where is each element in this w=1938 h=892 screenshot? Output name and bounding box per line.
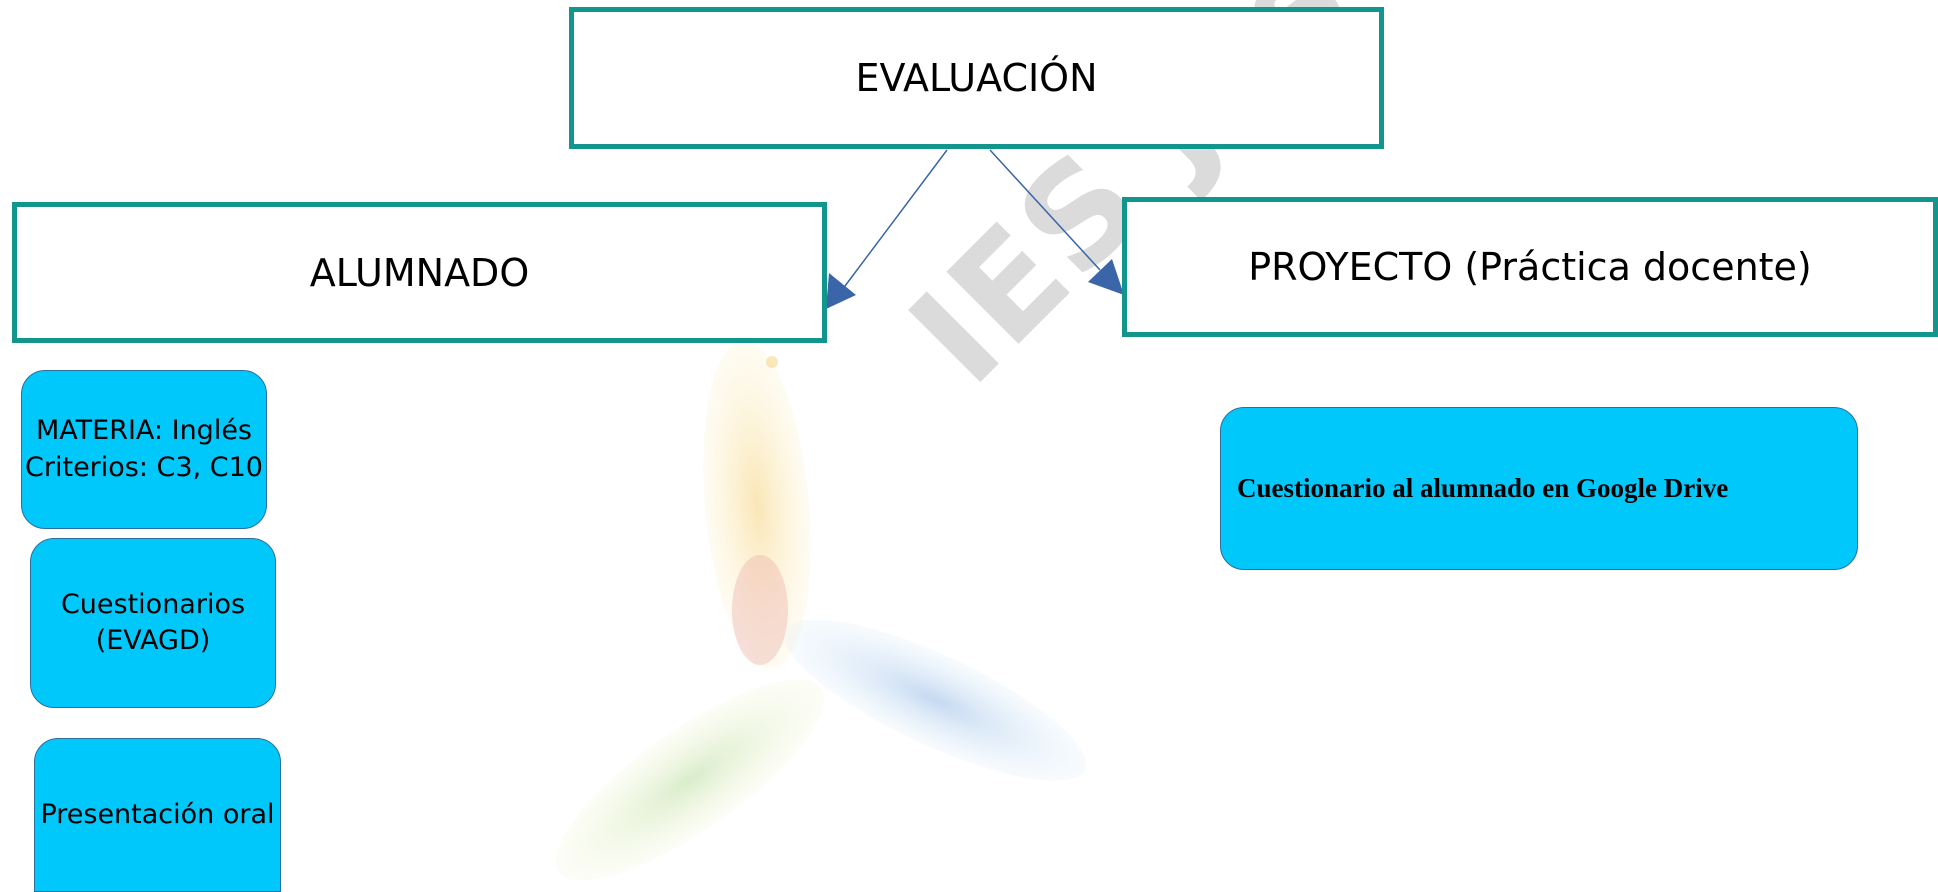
arrowhead-proyecto	[1088, 259, 1124, 295]
proyecto-box: PROYECTO (Práctica docente)	[1122, 197, 1938, 337]
arrow-to-proyecto	[989, 149, 1101, 271]
logo-petal-green	[555, 679, 825, 881]
cuestionario-google-drive-node: Cuestionario al alumnado en Google Drive	[1220, 407, 1858, 570]
logo-petal-blue	[784, 619, 1086, 781]
arrow-to-alumnado	[841, 149, 948, 291]
logo-petal-red	[732, 555, 788, 665]
materia-criterios-label: MATERIA: Inglés Criterios: C3, C10	[25, 415, 263, 483]
logo-petal-yellow	[703, 340, 811, 670]
cuestionarios-evagd-node: Cuestionarios (EVAGD)	[30, 538, 276, 708]
presentacion-oral-label: Presentación oral	[40, 798, 275, 830]
alumnado-title: ALUMNADO	[309, 250, 530, 295]
arrowhead-alumnado	[826, 273, 856, 309]
cuestionario-google-drive-label: Cuestionario al alumnado en Google Drive	[1237, 473, 1729, 504]
alumnado-box: ALUMNADO	[12, 202, 827, 343]
proyecto-title: PROYECTO (Práctica docente)	[1248, 245, 1812, 289]
cuestionarios-evagd-label: Cuestionarios (EVAGD)	[60, 588, 246, 656]
materia-criterios-node: MATERIA: Inglés Criterios: C3, C10	[21, 370, 267, 529]
logo-dot	[766, 356, 778, 368]
evaluacion-box: EVALUACIÓN	[569, 7, 1384, 149]
presentacion-oral-node: Presentación oral	[34, 738, 281, 892]
evaluacion-title: EVALUACIÓN	[855, 56, 1098, 100]
